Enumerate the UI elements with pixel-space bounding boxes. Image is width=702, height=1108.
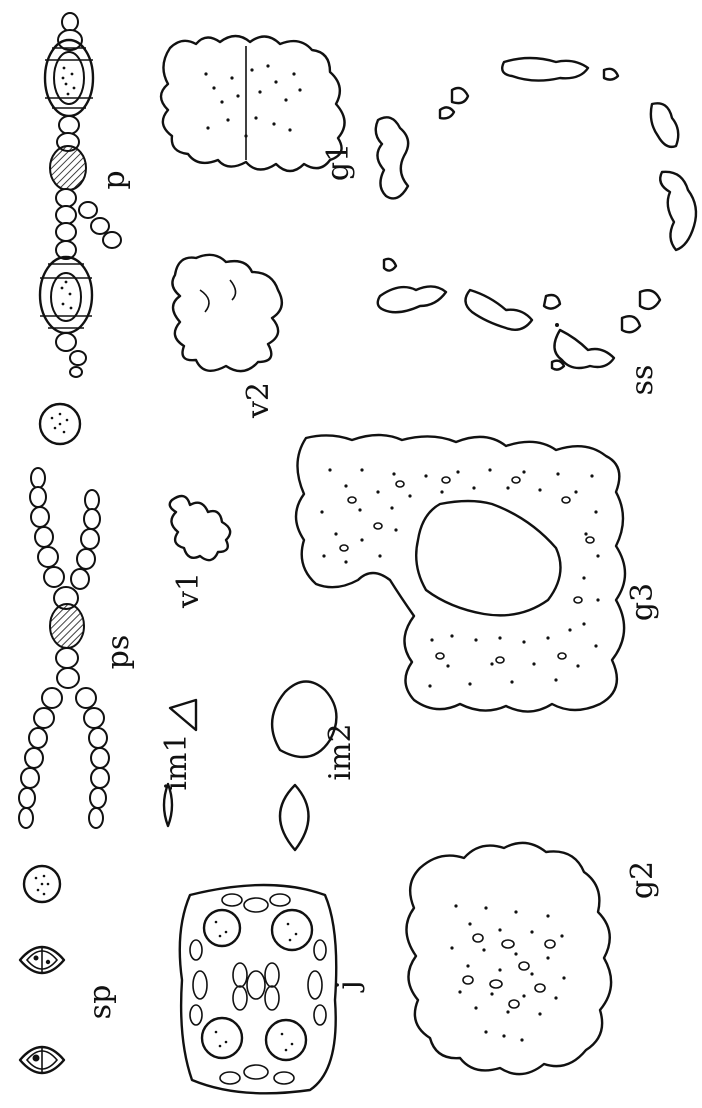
label-ss: ss: [625, 365, 660, 396]
v2-fragment: [172, 255, 281, 371]
p-chain: [40, 13, 121, 377]
g2-fragment: [406, 843, 611, 1074]
ss-ring: [376, 58, 696, 370]
label-ps: ps: [101, 635, 136, 670]
label-g2: g2: [625, 861, 660, 899]
g3-fragment: [296, 435, 625, 712]
label-g3: g3: [625, 583, 660, 621]
j-cluster: [180, 885, 336, 1093]
v1-fragment: [170, 496, 230, 560]
sp-spores: [20, 946, 64, 1074]
label-im2: im2: [323, 723, 358, 780]
ps-chain: [19, 468, 109, 828]
label-v2: v2: [241, 382, 276, 419]
label-im1: im1: [159, 733, 194, 790]
spore-round-top: [40, 404, 80, 444]
label-g1: g1: [321, 143, 356, 181]
spore-round-bottom: [24, 866, 60, 902]
label-p: p: [97, 170, 132, 189]
label-v1: v1: [171, 572, 206, 609]
g1-fragment: [161, 36, 345, 171]
label-sp: sp: [83, 985, 118, 1020]
